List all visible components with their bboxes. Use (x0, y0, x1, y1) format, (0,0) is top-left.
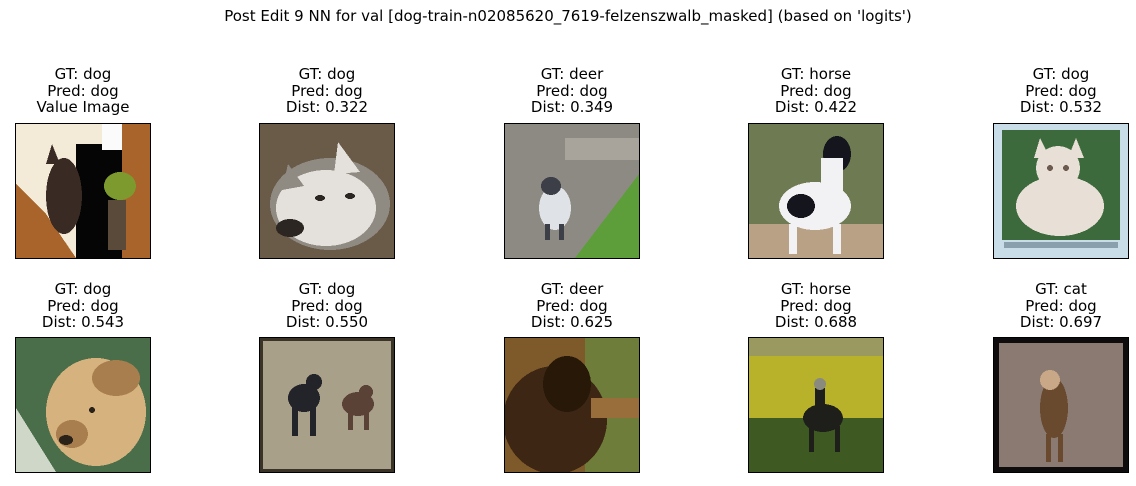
prediction-label: Pred: dog (536, 296, 608, 315)
brown-bison-picture (505, 338, 639, 472)
ground-truth-label: GT: horse (780, 280, 852, 298)
distance-label: Dist: 0.322 (285, 98, 369, 116)
distance-label: Dist: 0.532 (1019, 98, 1103, 116)
thumbnail-image (15, 123, 151, 259)
ground-truth-label: GT: horse (780, 65, 852, 83)
two-black-dogs-on-grass-picture (260, 338, 394, 472)
ground-truth-label: GT: dog (298, 65, 356, 83)
thumbnail-image (504, 123, 640, 259)
lion-walking-on-road-picture (994, 338, 1128, 472)
ground-truth-label: GT: dog (298, 280, 356, 298)
ground-truth-label: GT: deer (540, 280, 604, 298)
ground-truth-label: GT: cat (1035, 280, 1087, 298)
distance-label: Dist: 0.543 (41, 313, 125, 331)
thumbnail-image (993, 123, 1129, 259)
distance-label: Dist: 0.349 (530, 98, 614, 116)
distance-label: Dist: 0.697 (1019, 313, 1103, 331)
prediction-label: Pred: dog (536, 81, 608, 100)
prediction-label: Pred: dog (47, 296, 119, 315)
prediction-label: Pred: dog (291, 81, 363, 100)
ground-truth-label: GT: dog (1032, 65, 1090, 83)
ground-truth-label: GT: dog (54, 280, 112, 298)
prediction-label: Pred: dog (1025, 81, 1097, 100)
thumbnail-image (15, 337, 151, 473)
prediction-label: Pred: dog (780, 81, 852, 100)
thumbnail-image (504, 337, 640, 473)
prediction-label: Pred: dog (1025, 296, 1097, 315)
prediction-label: Pred: dog (780, 296, 852, 315)
value-image-picture (16, 124, 150, 258)
prediction-label: Pred: dog (47, 81, 119, 100)
white-dog-framed-photo-picture (994, 124, 1128, 258)
distance-label: Dist: 0.625 (530, 313, 614, 331)
ground-truth-label: GT: deer (540, 65, 604, 83)
thumbnail-image (748, 337, 884, 473)
thumbnail-image (748, 123, 884, 259)
distance-label: Dist: 0.422 (774, 98, 858, 116)
distance-label: Dist: 0.688 (774, 313, 858, 331)
black-white-horse-picture (749, 124, 883, 258)
white-wolf-face-picture (260, 124, 394, 258)
distance-label: Dist: 0.550 (285, 313, 369, 331)
rider-on-horse-in-field-picture (749, 338, 883, 472)
distance-label: Value Image (36, 98, 130, 116)
thumbnail-image (259, 123, 395, 259)
small-grey-animal-on-path-picture (505, 124, 639, 258)
tan-dog-face-picture (16, 338, 150, 472)
thumbnail-image (259, 337, 395, 473)
prediction-label: Pred: dog (291, 296, 363, 315)
ground-truth-label: GT: dog (54, 65, 112, 83)
thumbnail-image (993, 337, 1129, 473)
figure-title: Post Edit 9 NN for val [dog-train-n02085… (224, 7, 912, 25)
